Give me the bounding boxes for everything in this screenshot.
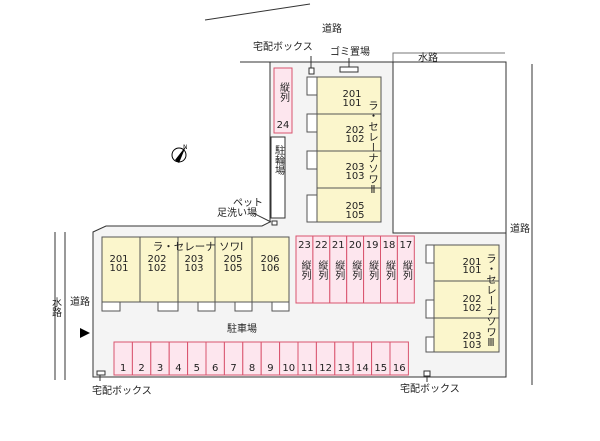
bicycle-parking-label: 駐輪場 — [273, 144, 285, 176]
svg-text:205: 205 — [223, 254, 242, 265]
parking-type-label: 縦列 — [333, 259, 345, 281]
svg-text:101: 101 — [109, 263, 128, 274]
svg-text:101: 101 — [462, 265, 481, 276]
pet-wash-area — [271, 220, 278, 226]
svg-text:106: 106 — [260, 263, 279, 274]
parking-type-label: 縦列 — [316, 259, 328, 281]
delivery-box-bottom-right — [423, 370, 431, 377]
svg-text:102: 102 — [462, 303, 481, 314]
svg-text:201: 201 — [342, 89, 361, 100]
svg-text:203: 203 — [462, 331, 481, 342]
parking-number: 20 — [349, 240, 362, 251]
delivery-box-bottom-right-label: 宅配ボックス — [400, 382, 460, 395]
delivery-box-top — [308, 67, 315, 75]
parking-number: 14 — [356, 363, 369, 374]
road-top-label: 道路 — [322, 22, 342, 35]
svg-text:206: 206 — [260, 254, 279, 265]
parking-number: 11 — [301, 363, 314, 374]
parking-number: 10 — [282, 363, 295, 374]
parking-number: 22 — [315, 240, 328, 251]
building-3: ラ・セレーナソワⅢ 201 101 202 102 203 103 — [425, 244, 500, 353]
road-left-label: 道路 — [70, 295, 90, 308]
svg-text:203: 203 — [184, 254, 203, 265]
parking-number: 17 — [400, 240, 413, 251]
parking-vertical-group: 23 縦列 22 縦列 21 縦列 20 縦列 19 縦列 18 縦列 17 縦列 — [295, 235, 415, 304]
svg-text:105: 105 — [345, 210, 364, 221]
svg-text:202: 202 — [462, 294, 481, 305]
parking-number: 8 — [249, 363, 255, 374]
parking-24-number: 24 — [277, 120, 290, 131]
parking-number: 4 — [175, 363, 181, 374]
parking-type-label: 縦列 — [367, 259, 379, 281]
svg-text:203: 203 — [345, 162, 364, 173]
parking-number: 5 — [194, 363, 200, 374]
parking-type-label: 縦列 — [350, 259, 362, 281]
svg-text:202: 202 — [147, 254, 166, 265]
parking-type-label: 縦列 — [299, 259, 311, 281]
north-compass-icon: N — [171, 144, 188, 163]
svg-text:103: 103 — [462, 340, 481, 351]
parking-number: 9 — [267, 363, 273, 374]
parking-number: 19 — [366, 240, 379, 251]
pet-label-line1: ペット — [233, 198, 263, 209]
bicycle-parking — [270, 136, 286, 219]
svg-text:N: N — [183, 144, 188, 151]
road-right-label: 道路 — [510, 222, 530, 235]
parking-number: 18 — [383, 240, 396, 251]
garbage-area — [339, 66, 359, 73]
parking-number: 2 — [138, 363, 144, 374]
svg-text:102: 102 — [345, 134, 364, 145]
svg-text:103: 103 — [345, 171, 364, 182]
parking-number: 15 — [374, 363, 387, 374]
parking-number: 13 — [338, 363, 351, 374]
parking-number: 21 — [332, 240, 345, 251]
excluded-lot — [392, 61, 507, 234]
svg-text:105: 105 — [223, 263, 242, 274]
garbage-label: ゴミ置場 — [330, 45, 370, 58]
road-top-line — [204, 3, 311, 21]
parking-space-17 — [396, 235, 415, 304]
parking-type-label: 縦列 — [400, 259, 412, 281]
delivery-box-bottom-left — [96, 370, 106, 376]
pet-label-line2: 足洗い場 — [217, 206, 257, 219]
parking-24-label: 縦列 — [278, 81, 290, 103]
waterway-top-label: 水路 — [418, 51, 438, 64]
svg-text:201: 201 — [462, 257, 481, 268]
svg-text:101: 101 — [342, 98, 361, 109]
svg-text:103: 103 — [184, 263, 203, 274]
building-1-name: ラ・セレーナ ソワⅠ — [153, 241, 243, 253]
waterway-top-line — [392, 52, 505, 62]
building-3-name: ラ・セレーナソワⅢ — [485, 253, 497, 349]
building-2: ラ・セレーナソワⅡ 201 101 202 102 203 103 205 10… — [306, 76, 382, 223]
entrance-arrow-icon — [80, 328, 90, 338]
svg-text:102: 102 — [147, 263, 166, 274]
waterway-left-label: 水路 — [50, 297, 62, 318]
parking-type-label: 縦列 — [384, 259, 396, 281]
svg-text:201: 201 — [109, 254, 128, 265]
parking-number: 1 — [120, 363, 126, 374]
delivery-box-top-label: 宅配ボックス — [253, 40, 313, 53]
parking-number: 23 — [298, 240, 311, 251]
building-1: ラ・セレーナ ソワⅠ 201 101 202 102 203 103 205 1… — [101, 236, 290, 312]
parking-number: 3 — [157, 363, 163, 374]
parking-number: 12 — [319, 363, 332, 374]
parking-number: 7 — [230, 363, 236, 374]
parking-space-16 — [389, 341, 409, 376]
building-2-name: ラ・セレーナソワⅡ — [367, 100, 379, 196]
parking-space-24 — [273, 67, 293, 134]
delivery-box-bottom-left-label: 宅配ボックス — [92, 384, 152, 397]
svg-text:205: 205 — [345, 201, 364, 212]
parking-number: 6 — [212, 363, 218, 374]
parking-lot-label: 駐車場 — [227, 322, 257, 335]
svg-text:202: 202 — [345, 125, 364, 136]
parking-number: 16 — [393, 363, 406, 374]
